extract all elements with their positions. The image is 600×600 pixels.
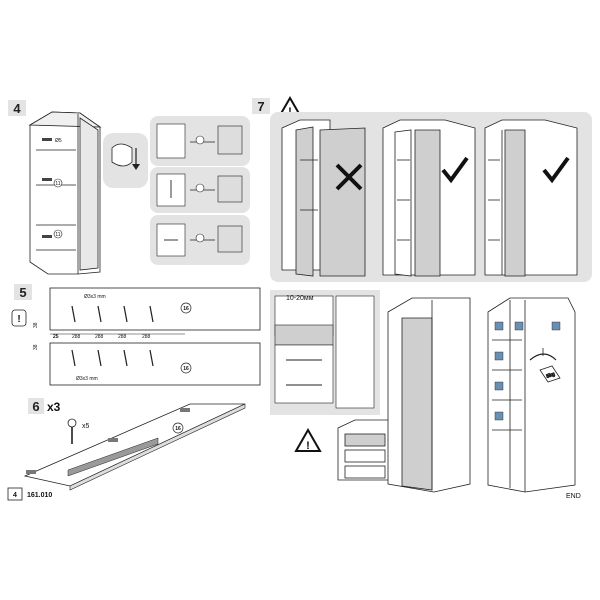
callout-11-top: 11: [53, 178, 63, 188]
svg-text:38: 38: [33, 322, 39, 328]
arrow-head-icon: [132, 164, 140, 170]
part-callout-bottom: 16: [183, 366, 189, 372]
screw-icon: [195, 135, 205, 145]
callout-11-bottom: 11: [53, 229, 63, 239]
product-code: 161.010: [27, 492, 52, 499]
info-icon: !: [11, 309, 27, 327]
shelf-board-top: Ø3x3 mm 16: [49, 287, 261, 331]
step-6-multiplier: x3: [47, 400, 61, 414]
step-7-number: 7: [257, 99, 264, 114]
weight-label: 5kg: [546, 371, 556, 380]
svg-text:11: 11: [55, 232, 60, 238]
correct-check-icon: [542, 156, 570, 184]
correct-check-icon: [441, 156, 469, 184]
warning-icon-bottom: !: [294, 427, 322, 452]
screw-icon: [67, 418, 77, 444]
part-callout-step6: 16: [175, 426, 181, 432]
spacing-1: 288: [72, 334, 81, 340]
step-5-number: 5: [19, 285, 26, 300]
hanging-rail: [67, 437, 159, 477]
svg-text:!: !: [306, 440, 310, 452]
hinge-adjust-panel-1: [150, 116, 250, 166]
corner-wardrobe-closed: [387, 297, 471, 493]
gap-label: 10-20мм: [286, 295, 314, 302]
svg-text:38: 38: [33, 344, 39, 350]
spacing-4: 288: [142, 334, 151, 340]
drill-label-top: Ø3x3 mm: [84, 294, 106, 300]
hinge-clip-detail: [103, 133, 148, 188]
part-callout-circle: [180, 302, 192, 314]
step-4: 4 Ø5 11 11: [8, 100, 250, 275]
door-alignment-correct-2: [484, 119, 578, 277]
gap-detail: 10-20мм: [270, 290, 380, 415]
corner-wardrobe-interior: 5kg: [487, 297, 576, 493]
step-4-number-box: [8, 100, 26, 116]
end-label: END: [566, 493, 581, 500]
part-callout-top: 16: [183, 306, 189, 312]
weight-tag: [539, 365, 561, 383]
svg-text:!: !: [17, 314, 20, 325]
screw-quantity: x5: [82, 423, 90, 430]
screw-icon: [195, 183, 205, 193]
drill-label-bottom: Ø3x3 mm: [76, 376, 98, 382]
page-number: 4: [13, 492, 17, 499]
step-4-number: 4: [13, 101, 21, 116]
svg-text:11: 11: [55, 181, 60, 187]
wrong-x-icon: [335, 163, 363, 191]
drill-diameter-label: Ø5: [55, 138, 62, 144]
step-5: 5 ! Ø3x3 mm 16 38 25 38 288 288 288 288: [11, 284, 261, 386]
step-5-number-box: [14, 284, 32, 300]
part-callout-circle: [180, 362, 192, 374]
corner-cabinet-open: [28, 111, 102, 275]
spacing-2: 288: [95, 334, 104, 340]
shelf-with-rail: 16: [23, 403, 246, 491]
dimension-row: 38 25 38 288 288 288 288: [33, 322, 185, 350]
drawer-unit: [337, 419, 399, 481]
hinge-adjust-panel-2: [150, 167, 250, 213]
svg-text:25: 25: [53, 334, 59, 340]
door-alignment-correct-1: [382, 119, 476, 277]
step-6-number-box: [28, 398, 44, 414]
door-alignment-wrong: [281, 119, 366, 277]
hinge-adjust-panel-3: [150, 215, 250, 265]
page-footer: 4 161.010 END: [7, 487, 581, 501]
spacing-3: 288: [118, 334, 127, 340]
step-7-number-box: [252, 98, 270, 114]
step-6: 6 x3 x5 16: [23, 398, 246, 491]
step-7: 7 !: [252, 96, 592, 282]
step-6-number: 6: [32, 399, 39, 414]
shelf-board-bottom: Ø3x3 mm 16: [49, 342, 261, 386]
hanger-icon: [529, 353, 557, 361]
screw-icon: [195, 233, 205, 243]
